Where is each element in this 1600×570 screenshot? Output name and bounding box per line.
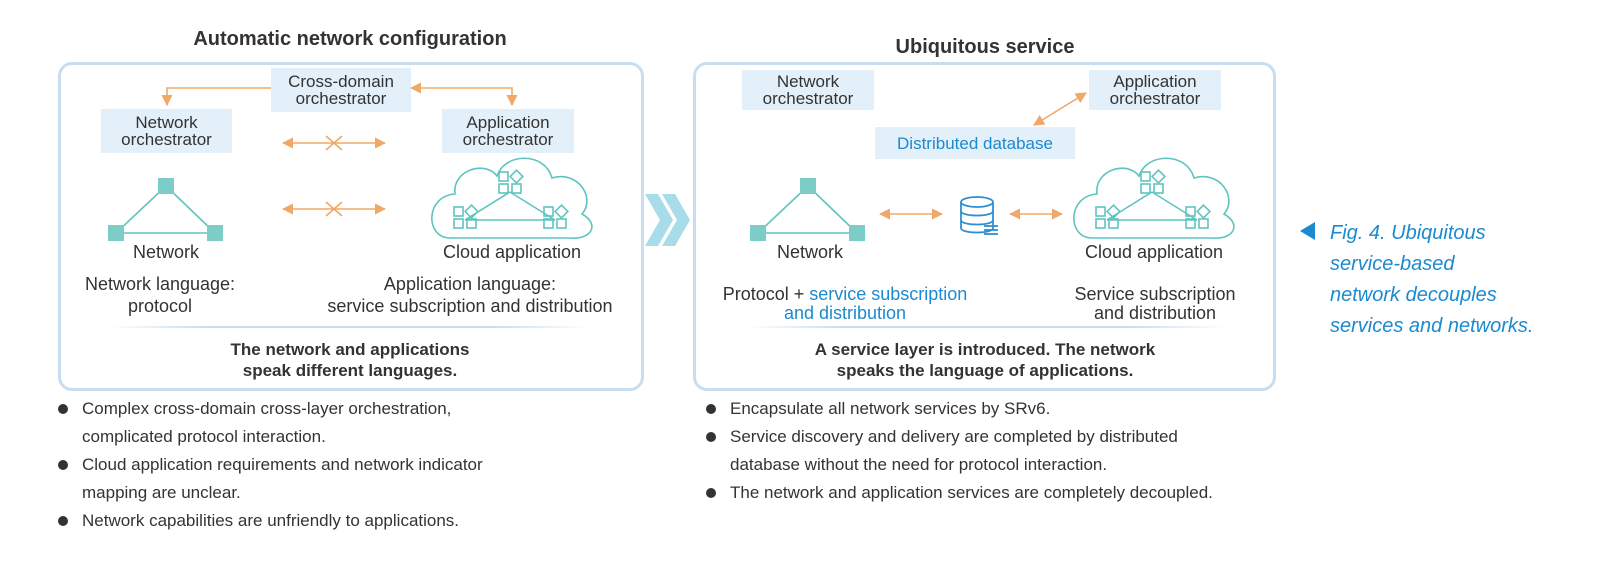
right-caption: A service layer is introduced. The netwo… bbox=[814, 340, 1156, 380]
list-item: The network and application services are… bbox=[704, 479, 1294, 507]
db-to-application-arrow bbox=[1033, 92, 1087, 126]
blocked-arrow-top bbox=[281, 135, 387, 151]
database-icon bbox=[960, 196, 998, 235]
network-language-label: Network language:protocol bbox=[84, 274, 236, 316]
right-divider bbox=[745, 326, 1225, 328]
left-cloud-label: Cloud application bbox=[442, 242, 582, 262]
blocked-arrow-bottom bbox=[281, 201, 387, 217]
right-network-label: Network bbox=[776, 242, 843, 262]
figure-caption: Fig. 4. Ubiquitous service-based network… bbox=[1330, 222, 1534, 337]
cross-to-network-arrow bbox=[161, 87, 271, 107]
list-item: Network capabilities are unfriendly to a… bbox=[56, 507, 616, 535]
right-bullet-list: Encapsulate all network services by SRv6… bbox=[704, 395, 1294, 507]
left-cloud-icon bbox=[431, 157, 593, 239]
left-network-icon bbox=[108, 178, 223, 241]
left-title: Automatic network configuration bbox=[193, 28, 507, 50]
cross-to-application-arrow bbox=[409, 82, 518, 107]
protocol-service-label: Protocol + service subscription and dist… bbox=[722, 284, 968, 323]
list-item: Cloud application requirements and netwo… bbox=[56, 451, 616, 507]
left-network-label: Network bbox=[132, 242, 199, 262]
list-item: Complex cross-domain cross-layer orchest… bbox=[56, 395, 616, 451]
distributed-database-box: Distributed database bbox=[875, 127, 1075, 159]
chevron-right-icon bbox=[645, 194, 690, 246]
caption-marker-icon bbox=[1300, 222, 1315, 240]
list-item: Service discovery and delivery are compl… bbox=[704, 423, 1294, 479]
left-bullet-list: Complex cross-domain cross-layer orchest… bbox=[56, 395, 616, 535]
right-cloud-label: Cloud application bbox=[1084, 242, 1224, 262]
right-network-icon bbox=[750, 178, 865, 241]
left-divider bbox=[110, 326, 590, 328]
application-language-label: Application language:service subscriptio… bbox=[327, 274, 613, 316]
right-cloud-icon bbox=[1073, 157, 1235, 239]
list-item: Encapsulate all network services by SRv6… bbox=[704, 395, 1294, 423]
right-title: Ubiquitous service bbox=[895, 36, 1075, 58]
